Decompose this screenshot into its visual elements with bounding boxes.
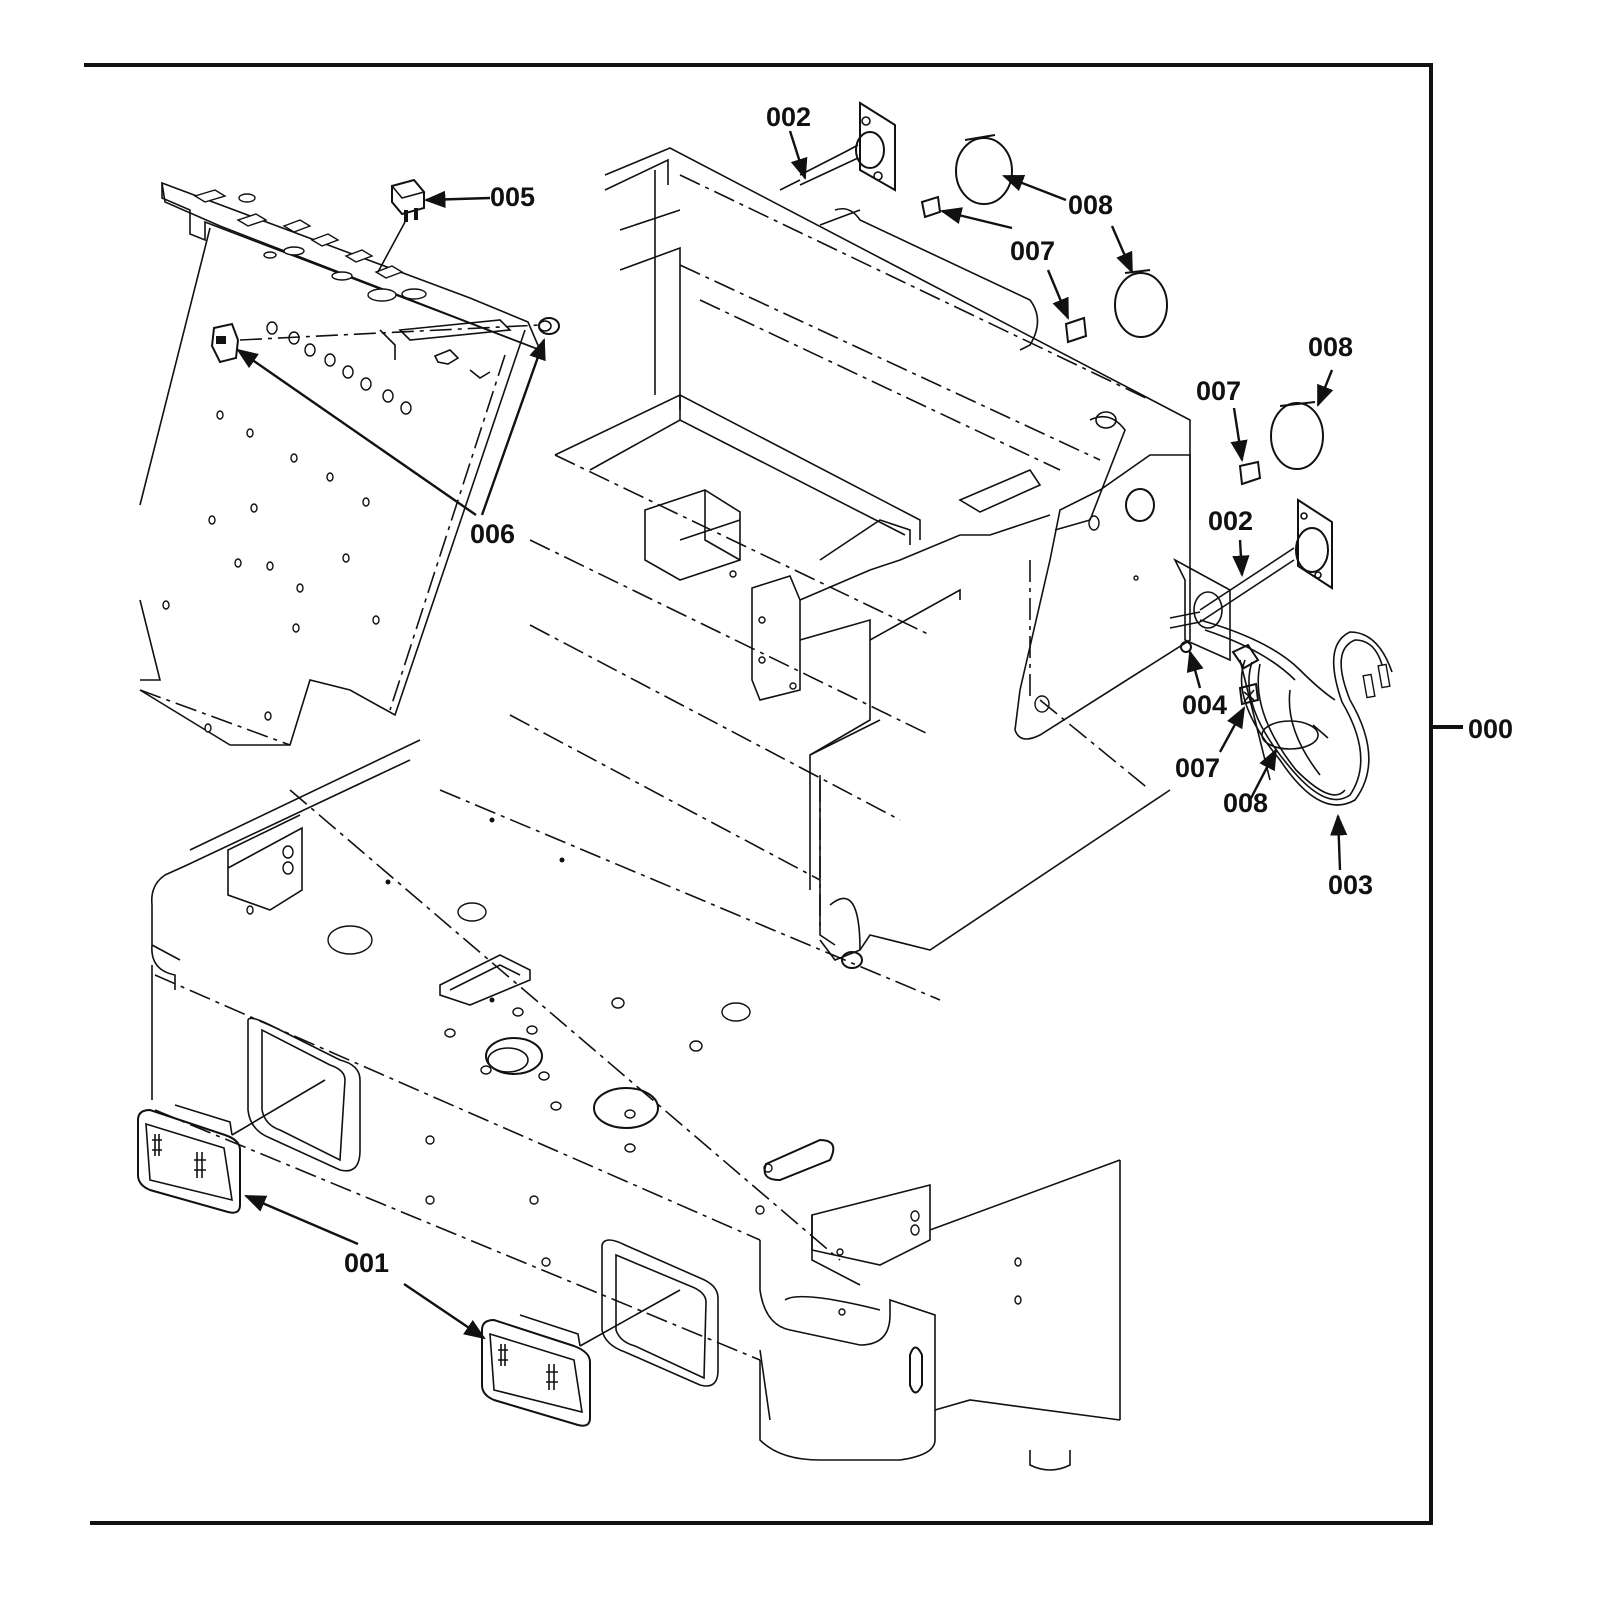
upper-frame-weldment [509, 147, 1191, 969]
callout-003: 003 [1328, 870, 1373, 900]
callout-000: 000 [1468, 714, 1513, 744]
callout-002-lower: 002 [1208, 506, 1253, 536]
work-light-part [137, 1079, 326, 1214]
callout-007-lower: 007 [1175, 753, 1220, 783]
work-light-part-rear [481, 1289, 681, 1427]
micro-switch-part [210, 317, 560, 364]
lower-chassis [150, 739, 1121, 1471]
callout-008-lower: 008 [1223, 788, 1268, 818]
callout-004: 004 [1182, 690, 1227, 720]
callout-008-right: 008 [1308, 332, 1353, 362]
wire-harness-part [1199, 619, 1393, 806]
callout-007-right: 007 [1196, 376, 1241, 406]
callout-008-top: 008 [1068, 190, 1113, 220]
callout-006: 006 [470, 519, 515, 549]
assembly-frame [84, 63, 1463, 1525]
callout-002-upper: 002 [766, 102, 811, 132]
leader-lines [236, 130, 1348, 1340]
rear-lamp-part-lower [1169, 498, 1333, 662]
callout-labels: 005 006 002 008 007 008 007 002 004 000 … [344, 102, 1513, 1278]
callout-001: 001 [344, 1248, 389, 1278]
rocker-switch-part [377, 178, 426, 273]
callout-007-top: 007 [1010, 236, 1055, 266]
tie-ring-part [955, 134, 1324, 470]
callout-005: 005 [490, 182, 535, 212]
rear-lamp-part-upper [779, 101, 896, 192]
grommet-part [920, 195, 1262, 706]
control-panel-plate [139, 181, 542, 746]
